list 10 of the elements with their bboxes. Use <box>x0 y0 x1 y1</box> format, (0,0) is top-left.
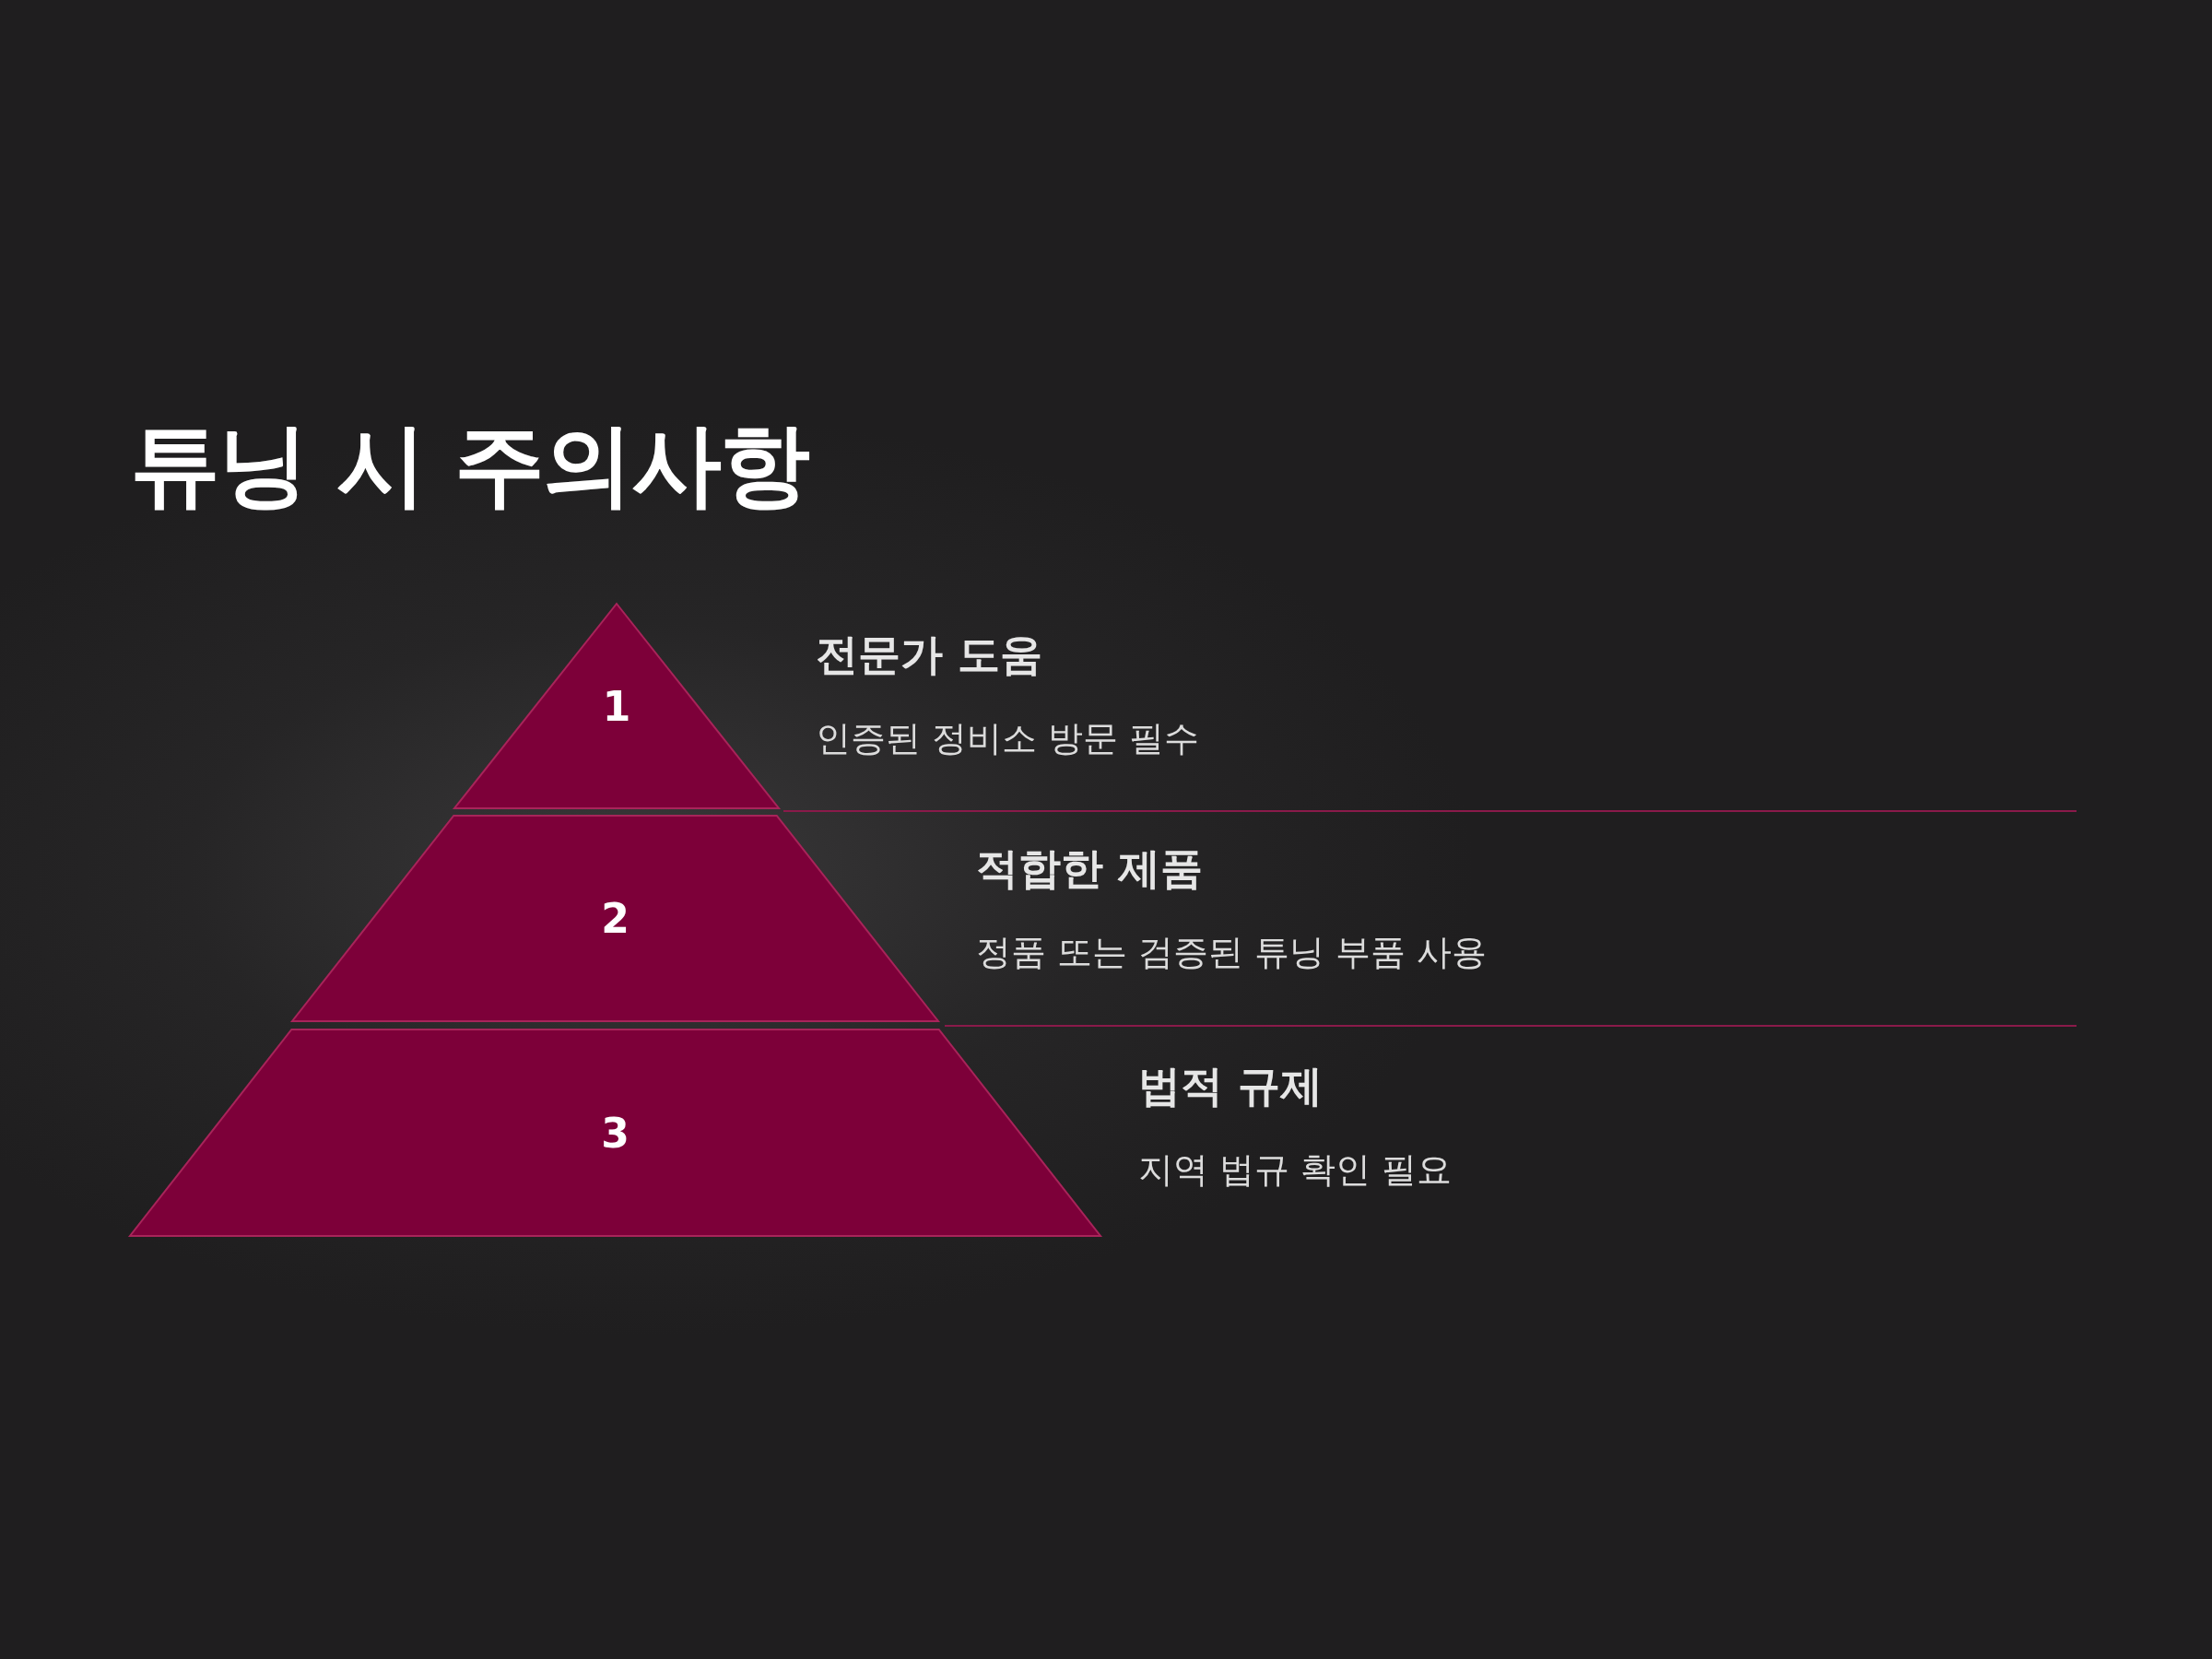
tier-number: 3 <box>601 1109 629 1157</box>
tier-description: 지역 법규 확인 필요 <box>1138 1148 1453 1192</box>
tier-heading: 적합한 제품 <box>976 842 1204 895</box>
tier-description: 인증된 정비소 방문 필수 <box>816 717 1200 760</box>
tier-description: 정품 또는 검증된 튜닝 부품 사용 <box>976 931 1488 974</box>
tier-heading: 법적 규제 <box>1138 1060 1324 1112</box>
slide-title: 튜닝 시 주의사항 <box>130 411 809 519</box>
tier-heading: 전문가 도움 <box>816 629 1043 681</box>
tier-number: 1 <box>602 682 631 730</box>
tier-number: 2 <box>601 895 629 942</box>
